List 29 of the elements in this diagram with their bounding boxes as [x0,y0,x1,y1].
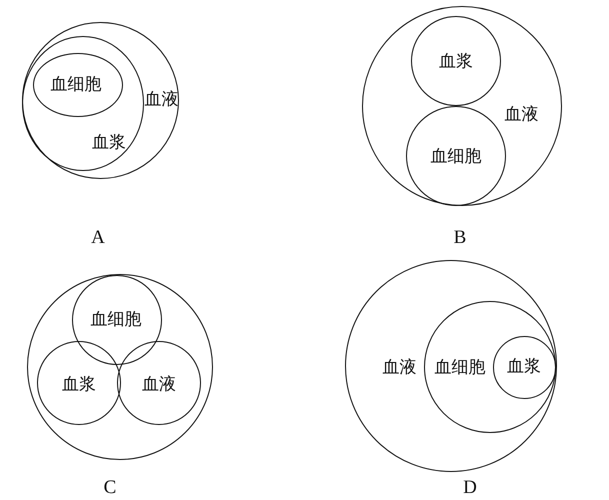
circle-label: 血液 [504,104,538,126]
circle [117,341,202,426]
circle-label: 血液 [144,88,178,111]
circle [424,301,556,434]
circle [22,36,144,172]
circle [345,260,557,472]
circle [27,274,213,460]
circle [362,6,562,206]
circle [411,16,502,106]
panel-label: D [463,477,477,499]
panel-label: A [91,227,105,249]
circle-label: 血细胞 [434,356,486,378]
circle-label: 血细胞 [50,74,102,96]
circle [22,22,179,179]
circle-label: 血浆 [92,131,126,154]
circle [72,275,162,366]
circle [406,106,506,206]
panel-label: C [104,477,116,499]
circle [37,341,122,426]
circle-label: 血液 [142,373,176,396]
circle [32,52,123,117]
circle [492,336,556,399]
circle-label: 血细胞 [90,308,142,330]
panel-label: B [454,227,466,249]
circle-label: 血浆 [438,50,473,72]
circle-label: 血细胞 [430,145,482,168]
circle-label: 血浆 [62,373,96,396]
circle-label: 血液 [382,356,416,379]
circle-label: 血浆 [507,356,542,378]
